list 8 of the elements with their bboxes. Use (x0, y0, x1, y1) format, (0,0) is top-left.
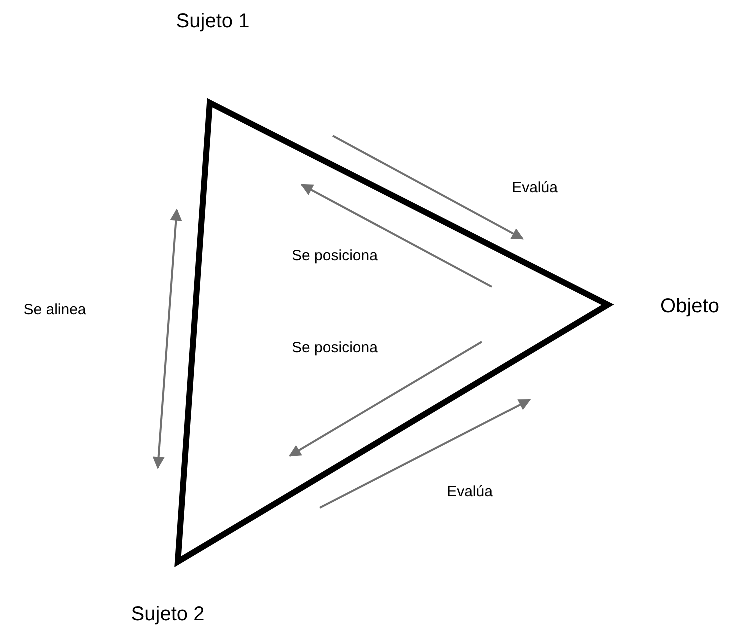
label: Sujeto 1 (176, 10, 250, 34)
label: Se posiciona (292, 340, 378, 356)
label: Evalúa (512, 180, 558, 196)
label: Evalúa (447, 484, 493, 500)
label: Sujeto 2 (131, 604, 205, 626)
label: Se alinea (24, 302, 86, 318)
label: Objeto (660, 296, 720, 318)
label: Se posiciona (292, 248, 378, 264)
